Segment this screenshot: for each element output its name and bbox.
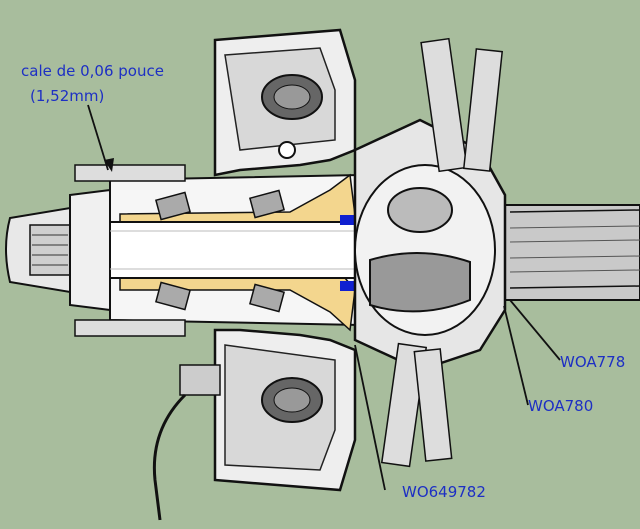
shim-label-line2: (1,52mm) bbox=[30, 87, 105, 105]
stub-axle bbox=[5, 188, 111, 312]
hub-housing-lower bbox=[213, 328, 357, 492]
drive-shaft bbox=[499, 204, 640, 301]
part-label-woa778: WOA778 bbox=[560, 353, 626, 371]
leader-lines bbox=[87, 104, 561, 491]
part-label-woa780: WOA780 bbox=[528, 397, 594, 415]
hub-housing-upper bbox=[213, 28, 357, 177]
shim-arrowhead bbox=[104, 158, 114, 172]
taper-bearings bbox=[155, 189, 285, 313]
brake-pipe bbox=[152, 393, 187, 521]
part-label-wo649782: WO649782 bbox=[402, 483, 486, 501]
bolts bbox=[74, 37, 504, 468]
main-shaft bbox=[109, 221, 361, 279]
shim-label-line1: cale de 0,06 pouce bbox=[21, 62, 164, 80]
